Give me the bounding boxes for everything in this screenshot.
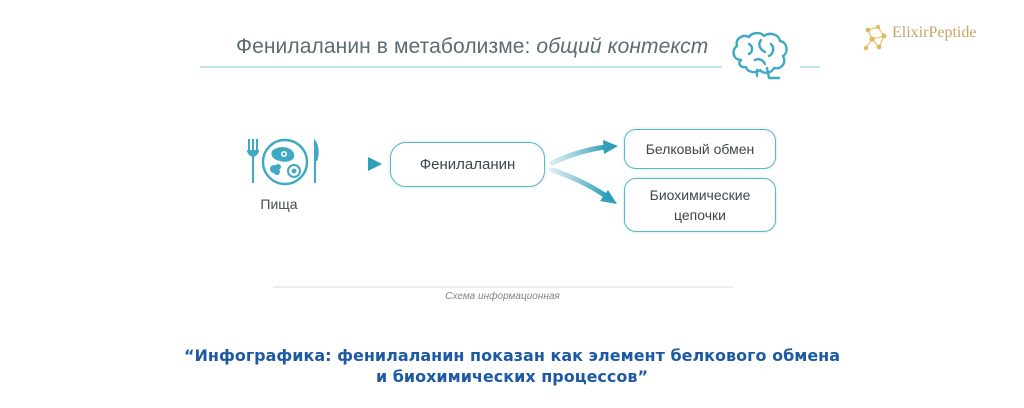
logo-mark-icon: [863, 25, 887, 51]
node-phenylalanine: Фенилаланин: [390, 142, 545, 187]
food-plate-icon: [247, 138, 319, 186]
infographic-quote: “Инфографика: фенилаланин показан как эл…: [60, 345, 964, 387]
logo-text: ElixirPeptide: [892, 24, 977, 41]
food-label: Пища: [260, 196, 298, 212]
quote-line-1: “Инфографика: фенилаланин показан как эл…: [183, 346, 841, 365]
title-main: Фенилаланин в метаболизме:: [236, 35, 531, 58]
arrow-center-to-protein: [549, 140, 618, 166]
arrow-center-to-biochem: [549, 167, 617, 204]
diagram-caption: Схема информационная: [445, 291, 560, 302]
page-title: Фенилаланин в метаболизме: общий контекс…: [236, 35, 708, 59]
quote-line-2: и биохимических процессов”: [375, 367, 649, 386]
arrow-food-to-center: [327, 157, 382, 171]
node-biochemical-chains: Биохимические цепочки: [624, 178, 776, 232]
title-italic: общий контекст: [536, 35, 709, 58]
brain-icon: [732, 31, 788, 80]
node-protein-metabolism: Белковый обмен: [624, 129, 776, 169]
